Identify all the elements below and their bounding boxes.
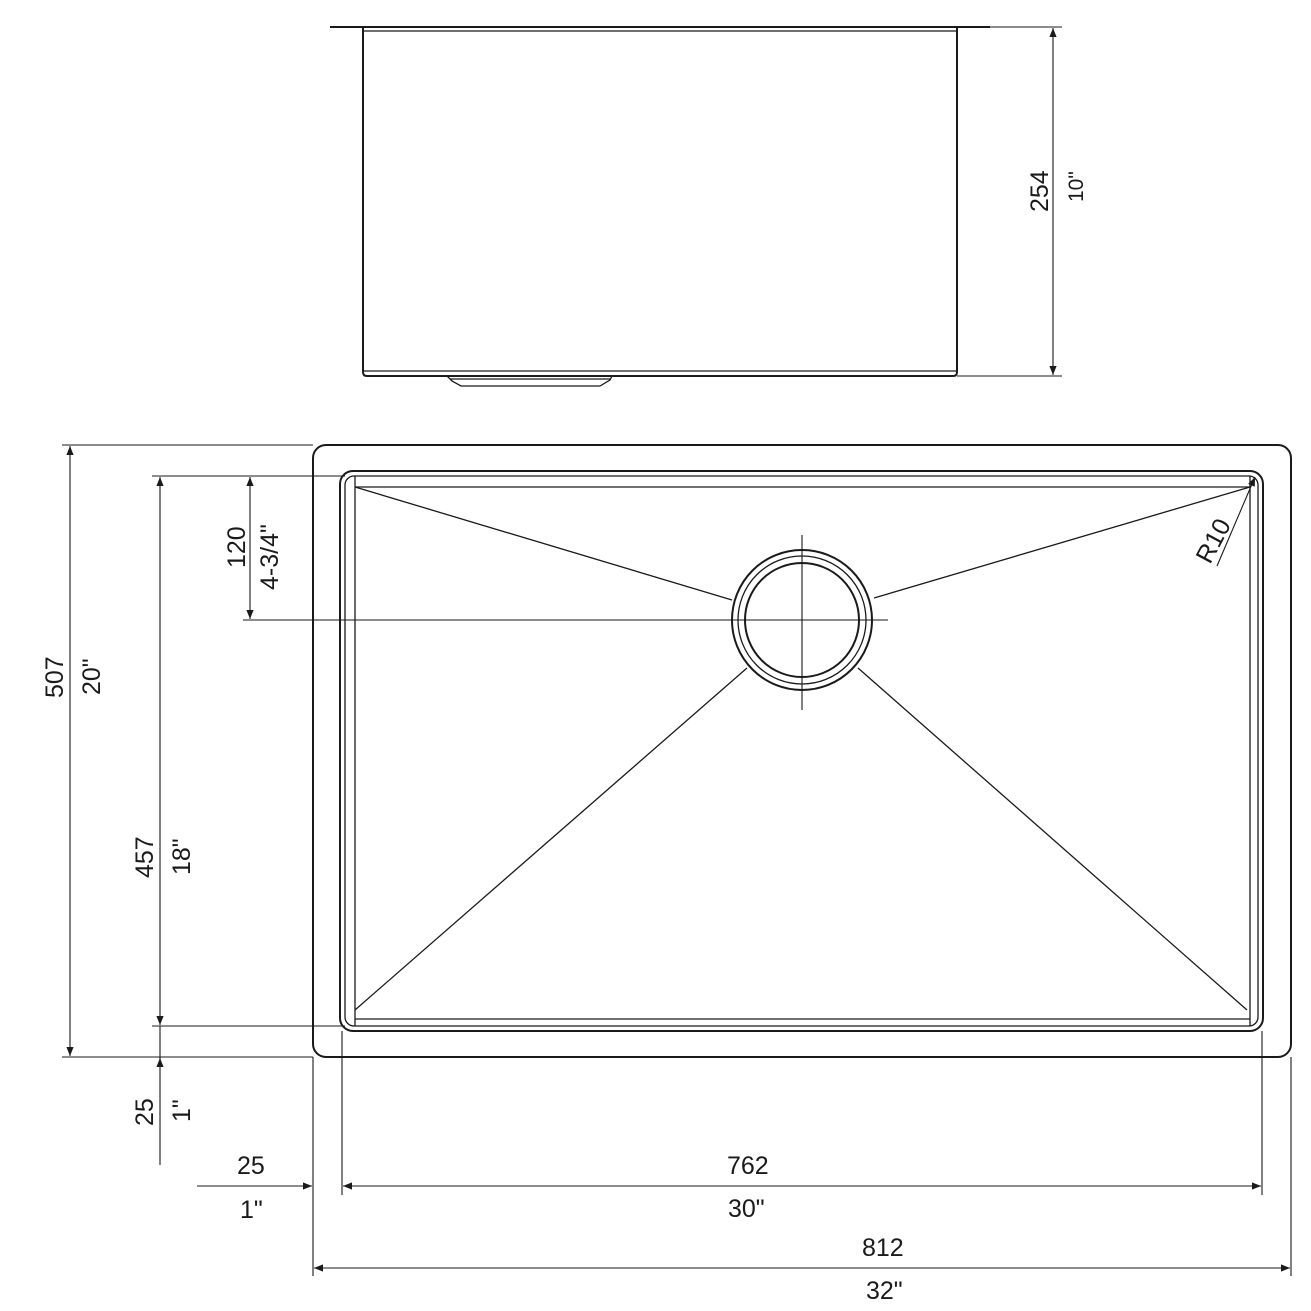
- side-rim-in: 1": [240, 1196, 263, 1224]
- plan-view: R10 507 20" 457 18" 120 4-3/4" 25 1" 25 …: [41, 444, 1292, 1305]
- side-rim-mm: 25: [237, 1152, 265, 1180]
- side-height-mm: 254: [1026, 170, 1054, 212]
- drain-offset-mm: 120: [223, 526, 251, 568]
- front-rim-in: 1": [168, 1099, 196, 1122]
- front-rim-mm: 25: [131, 1098, 159, 1126]
- overall-depth-in: 20": [78, 658, 106, 695]
- bowl-depth-in: 18": [168, 838, 196, 875]
- overall-width-mm: 812: [862, 1234, 904, 1262]
- corner-radius: R10: [1191, 514, 1237, 568]
- bowl-width-mm: 762: [727, 1152, 769, 1180]
- side-view: 254 10": [330, 26, 1088, 387]
- overall-width-in: 32": [866, 1277, 903, 1305]
- bowl-width-in: 30": [728, 1195, 765, 1223]
- bowl-depth-mm: 457: [131, 836, 159, 878]
- drain-offset-in: 4-3/4": [256, 524, 284, 590]
- overall-depth-mm: 507: [41, 656, 69, 698]
- side-height-in: 10": [1065, 171, 1088, 202]
